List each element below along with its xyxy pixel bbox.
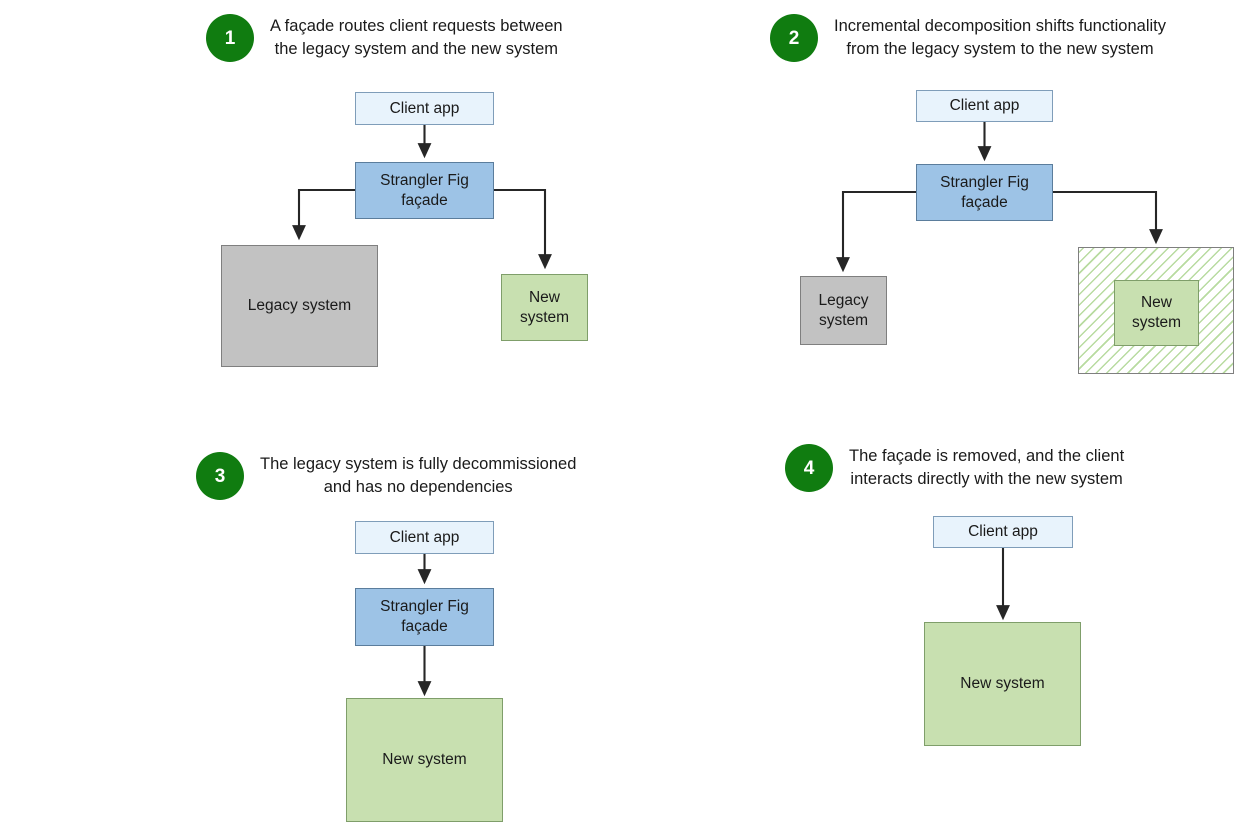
panel-4-caption: The façade is removed, and the client in… (849, 447, 1125, 488)
panel-2-growth-area-node[interactable] (1078, 247, 1234, 374)
panel-1-header: 1 A façade routes client requests betwee… (206, 14, 606, 62)
panel-1-client-app-node[interactable]: Client app (355, 92, 494, 125)
panel-3-header: 3 The legacy system is fully decommissio… (196, 452, 606, 500)
panel-1-legacy-system-node[interactable]: Legacy system (221, 245, 378, 367)
panel-3-badge: 3 (196, 452, 244, 500)
panel-3-new-system-node[interactable]: New system (346, 698, 503, 822)
panel-2-header: 2 Incremental decomposition shifts funct… (770, 14, 1220, 62)
panel-4-header: 4 The façade is removed, and the client … (785, 444, 1180, 492)
panel-3-caption: The legacy system is fully decommissione… (260, 455, 577, 496)
panel-1-caption: A façade routes client requests between … (270, 17, 563, 58)
panel-3-facade-node[interactable]: Strangler Fig façade (355, 588, 494, 646)
panel-2-caption: Incremental decomposition shifts functio… (834, 17, 1166, 58)
panel-3-client-app-node[interactable]: Client app (355, 521, 494, 554)
panel-1-facade-node[interactable]: Strangler Fig façade (355, 162, 494, 219)
panel-2-legacy-system-node[interactable]: Legacy system (800, 276, 887, 345)
panel-1-new-system-node[interactable]: New system (501, 274, 588, 341)
panel-2-facade-node[interactable]: Strangler Fig façade (916, 164, 1053, 221)
panel-4-client-app-node[interactable]: Client app (933, 516, 1073, 548)
panel-2-badge: 2 (770, 14, 818, 62)
panel-2-client-app-node[interactable]: Client app (916, 90, 1053, 122)
panel-1-badge: 1 (206, 14, 254, 62)
panel-2-new-system-node[interactable]: New system (1114, 280, 1199, 346)
panel-4-badge: 4 (785, 444, 833, 492)
panel-4-new-system-node[interactable]: New system (924, 622, 1081, 746)
